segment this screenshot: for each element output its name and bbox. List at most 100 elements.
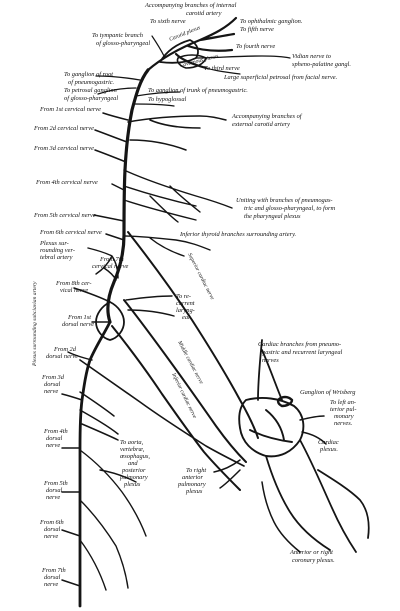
label-from-3d-dorsal-3: nerve <box>44 388 58 395</box>
label-from-5th-dorsal: From 5th <box>43 480 68 487</box>
label-from-2d-cervical: From 2d cervical nerve <box>33 125 94 132</box>
label-to-aorta-6: pulmonary <box>119 474 148 481</box>
internal-carotid-branches <box>146 16 238 72</box>
label-from-6th-dorsal-2: dorsal <box>44 526 61 533</box>
cervical-root-8 <box>73 287 111 303</box>
coronary-plexus <box>265 439 370 553</box>
label-ganglion-root-pneumogastric: To ganglion of root <box>64 71 113 78</box>
sympathetic-trunk-cervical <box>106 68 150 324</box>
nerve-illustration <box>61 16 370 608</box>
label-from-7th-dorsal-3: nerve <box>44 581 58 588</box>
dorsal-root-3 <box>61 393 83 401</box>
label-from-5th-dorsal-2: dorsal <box>46 487 63 494</box>
label-uniting-3: the pharyngeal plexus <box>244 213 301 220</box>
label-from-7th-dorsal: From 7th <box>41 567 66 574</box>
middle-cardiac-nerve <box>123 299 247 463</box>
label-carotid-plexus: Carotid plexus <box>169 25 202 43</box>
label-large-superficial-petrosal: Large superficial petrosal from facial n… <box>223 74 338 81</box>
label-vidian-nerve: Vidian nerve to <box>292 53 331 60</box>
splanchnic-fibers <box>79 449 147 591</box>
label-spheno-palatine: spheno-palatine gangl. <box>292 61 351 68</box>
label-to-fourth-nerve: To fourth nerve <box>236 43 275 50</box>
label-from-5th-cervical: From 5th cervical nerve <box>33 212 96 219</box>
label-ganglion-wrisberg: Ganglion of Wrisberg <box>300 389 356 396</box>
label-to-recurrent-3: laryng- <box>176 307 195 314</box>
label-anterior-coronary-2: coronary plexus. <box>292 557 335 564</box>
external-carotid-branches <box>127 115 227 151</box>
cervical-root-7 <box>103 267 117 281</box>
thoracic-to-plexus <box>79 359 245 467</box>
label-anterior-coronary-1: Anterior or right <box>289 549 333 556</box>
label-to-right-anterior-2: anterior <box>182 474 203 481</box>
label-to-aorta-7: plexus <box>123 481 141 488</box>
label-from-3d-cervical: From 3d cervical nerve <box>33 145 94 152</box>
label-from-7th-dorsal-2: dorsal <box>44 574 61 581</box>
cervical-root-3 <box>94 149 127 163</box>
inferior-thyroid-branches <box>123 235 211 257</box>
label-of-glosso-pharyngeal: of glosso-pharyngeal <box>96 40 150 47</box>
left-pulmonary-branches <box>299 415 327 445</box>
inferior-cardiac-nerve <box>111 325 241 491</box>
label-from-4th-cervical: From 4th cervical nerve <box>35 179 98 186</box>
label-to-aorta-4: and <box>128 460 138 467</box>
label-from-6th-dorsal-3: nerve <box>44 533 58 540</box>
label-to-hypoglossal: To hypoglossal <box>148 96 187 103</box>
ganglion-of-wrisberg <box>276 395 294 408</box>
label-plexus-subclavian: Plexus surrounding subclavian artery <box>32 281 38 367</box>
label-uniting-2: tric and glosso-pharyngeal, to form <box>244 205 335 212</box>
label-cardiac-plexus-2: plexus. <box>319 446 338 453</box>
label-to-petrosal-ganglion: To petrosal ganglion <box>64 87 117 94</box>
tympanic-branch <box>151 35 165 57</box>
label-from-4th-dorsal-2: dorsal <box>46 435 63 442</box>
label-cardiac-branches-1: Cardiac branches from pneumo- <box>258 341 341 348</box>
label-from-7th-cervical-2: cervical nerve <box>92 263 129 270</box>
pneumogastric-branches <box>133 91 181 107</box>
label-from-2d-dorsal-2: dorsal nerve <box>46 353 78 360</box>
label-from-4th-dorsal: From 4th <box>43 428 68 435</box>
superior-cardiac-nerve <box>127 231 259 439</box>
label-from-1st-dorsal: From 1st <box>67 314 91 321</box>
label-from-8th-cervical-2: vical nerve <box>60 287 88 294</box>
dorsal-root-2 <box>67 351 93 361</box>
cervical-root-4 <box>111 183 125 191</box>
cervical-root-6 <box>105 233 125 241</box>
dorsal-root-6 <box>61 529 81 537</box>
label-to-recurrent-4: eal. <box>182 314 192 321</box>
label-to-aorta-5: posterior <box>121 467 146 474</box>
subclavian-ansa <box>95 301 125 341</box>
label-ganglion-root-pneumogastric-2: of pneumogastric. <box>68 79 115 86</box>
label-to-left-anterior-1: To left an- <box>330 399 356 406</box>
label-from-8th-cervical: From 8th cer- <box>55 280 92 287</box>
label-to-recurrent-2: current <box>176 300 195 307</box>
label-to-fifth-nerve: To fifth nerve <box>240 26 274 33</box>
label-inferior-thyroid: Inferior thyroid branches surrounding ar… <box>179 231 297 238</box>
label-from-2d-dorsal: From 2d <box>53 346 77 353</box>
carotid-plexus-loop <box>159 39 199 64</box>
petrosal-branch <box>199 65 241 75</box>
cardiac-plexus-network <box>238 397 305 458</box>
label-to-right-anterior-4: plexus <box>185 488 203 495</box>
label-to-ophthalmic-ganglion: To ophthalmic ganglion. <box>240 18 303 25</box>
label-cardiac-branches-3: nerves <box>262 357 279 364</box>
vidian-branch <box>195 55 291 59</box>
label-to-sixth-nerve: To sixth nerve <box>150 18 186 25</box>
label-accompanying-external-carotid-2: external carotid artery <box>232 121 290 128</box>
label-from-3d-dorsal-2: dorsal <box>44 381 61 388</box>
label-to-left-anterior-2: terior pul- <box>330 406 356 413</box>
label-from-6th-dorsal: From 6th <box>39 519 64 526</box>
right-pulmonary-branches <box>213 459 241 489</box>
label-accompanying-external-carotid: Accompanying branches of <box>231 113 303 120</box>
label-from-5th-dorsal-3: nerve <box>46 494 60 501</box>
coronary-plexus-lower <box>261 481 301 553</box>
vertebral-plexus <box>87 247 119 279</box>
label-to-third-nerve: To third nerve <box>204 65 240 72</box>
glossopharyngeal-branches <box>95 75 141 95</box>
cervical-root-1 <box>102 112 129 121</box>
label-plexus-vertebral-2: rounding ver- <box>40 247 75 254</box>
label-to-aorta-1: To aorta, <box>120 439 144 446</box>
label-plexus-vertebral-3: tebral artery <box>40 254 73 261</box>
label-accompanying-internal-carotid: Accompanying branches of internal <box>144 2 237 9</box>
label-cardiac-plexus-1: Cardiac <box>318 439 339 446</box>
label-cardiac-branches-2: gastric and recurrent laryngeal <box>262 349 343 356</box>
label-to-left-anterior-4: nerves. <box>334 420 353 427</box>
